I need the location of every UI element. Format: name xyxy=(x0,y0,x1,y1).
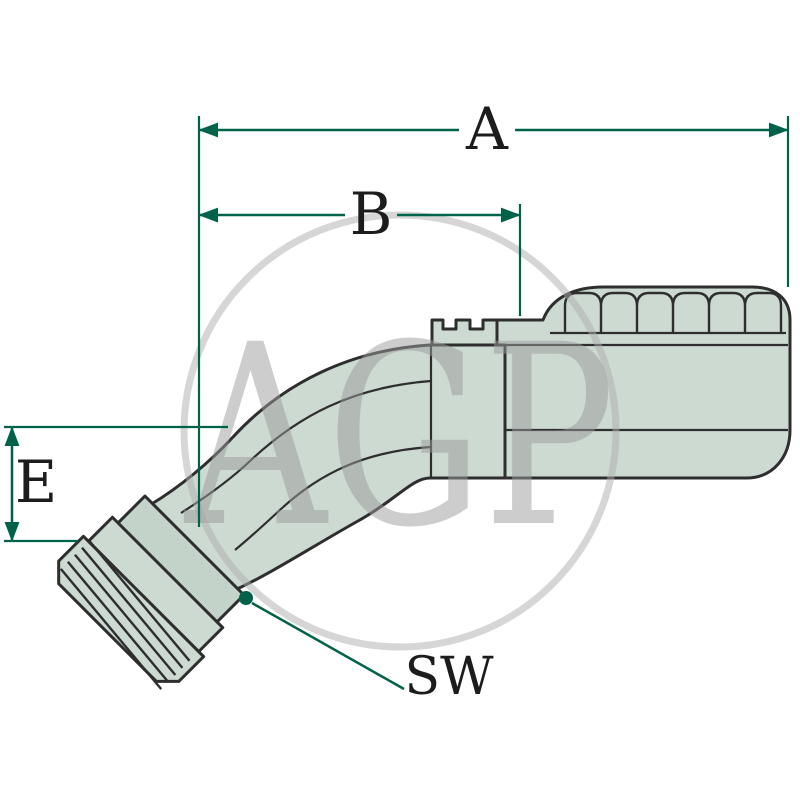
elbow-bore-line-lower xyxy=(234,445,432,551)
watermark: AGP xyxy=(180,211,620,651)
dimension-a-label: A xyxy=(465,95,509,163)
dimension-label-group: A B E SW xyxy=(15,95,509,707)
thread-hatching xyxy=(59,539,191,690)
hose-stop-collar xyxy=(430,318,499,347)
dimension-b-label: B xyxy=(350,180,393,248)
ferrule-corrugations xyxy=(563,291,783,333)
sw-reference-dot xyxy=(239,591,253,605)
sw-leader-line xyxy=(251,601,405,691)
swivel-nut-assembly xyxy=(57,494,246,690)
dimension-lines xyxy=(4,116,790,691)
fitting-body xyxy=(57,285,792,690)
elbow-bore-line-upper xyxy=(180,379,432,514)
dimension-e-label: E xyxy=(15,448,57,516)
watermark-text: AGP xyxy=(183,291,615,582)
sw-label: SW xyxy=(404,647,494,707)
